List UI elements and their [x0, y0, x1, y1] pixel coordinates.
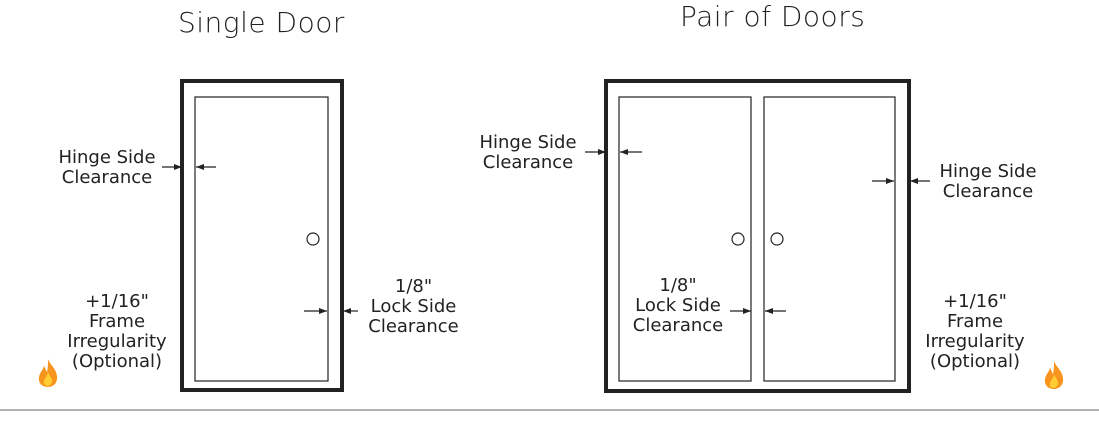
- pair-lock-label: 1/8" Lock Side Clearance: [624, 276, 732, 336]
- single-frame-label-line4: (Optional): [71, 351, 163, 372]
- pair-left-knob: [731, 232, 745, 246]
- single-hinge-label-line1: Hinge Side: [58, 147, 156, 168]
- pair-of-doors-title: Pair of Doors: [680, 0, 866, 33]
- pair-right-hinge-label: Hinge Side Clearance: [932, 162, 1044, 202]
- pair-lock-label-line2: Lock Side: [635, 295, 721, 316]
- pair-left-leaf: [618, 96, 752, 382]
- fire-icon: [38, 359, 58, 387]
- pair-frame-label-line4: (Optional): [929, 351, 1021, 372]
- single-door-title: Single Door: [178, 6, 345, 39]
- pair-frame-label-line3: Irregularity: [925, 331, 1025, 352]
- single-door-knob: [306, 232, 320, 246]
- pair-frame-label-line1: +1/16": [943, 291, 1007, 312]
- pair-right-hinge-label-line1: Hinge Side: [939, 161, 1037, 182]
- pair-left-hinge-label: Hinge Side Clearance: [472, 133, 584, 173]
- single-frame-label-line1: +1/16": [85, 291, 149, 312]
- fire-icon: [1044, 361, 1064, 389]
- pair-lock-label-line3: Clearance: [632, 315, 724, 336]
- single-lock-label: 1/8" Lock Side Clearance: [356, 277, 471, 337]
- single-door-frame: [180, 79, 344, 392]
- pair-left-hinge-label-line1: Hinge Side: [479, 132, 577, 153]
- single-lock-label-line2: Lock Side: [370, 296, 457, 317]
- single-door-leaf: [194, 96, 329, 382]
- single-lock-label-line3: Clearance: [368, 316, 459, 337]
- single-frame-label: +1/16" Frame Irregularity (Optional): [62, 292, 172, 372]
- pair-right-knob: [770, 232, 784, 246]
- single-frame-label-line2: Frame: [88, 311, 146, 332]
- single-hinge-label: Hinge Side Clearance: [52, 148, 162, 188]
- pair-frame-label-line2: Frame: [946, 311, 1004, 332]
- single-lock-label-line1: 1/8": [394, 276, 433, 297]
- pair-right-hinge-label-line2: Clearance: [942, 181, 1034, 202]
- single-frame-label-line3: Irregularity: [67, 331, 167, 352]
- pair-frame-label: +1/16" Frame Irregularity (Optional): [920, 292, 1030, 372]
- pair-left-hinge-label-line2: Clearance: [482, 152, 574, 173]
- pair-lock-label-line1: 1/8": [659, 275, 697, 296]
- pair-right-leaf: [763, 96, 896, 382]
- pair-door-frame: [604, 79, 911, 393]
- single-hinge-label-line2: Clearance: [61, 167, 153, 188]
